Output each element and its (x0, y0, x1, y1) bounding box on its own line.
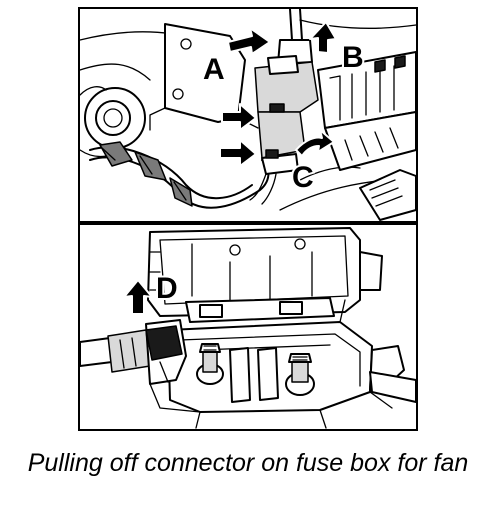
fan-cable (79, 337, 417, 403)
figure-caption: Pulling off connector on fuse box for fa… (27, 449, 469, 477)
fuse-box-top (317, 51, 417, 221)
arrow-b-icon (309, 21, 337, 54)
bottom-panel: D (78, 223, 418, 431)
connector-top (249, 8, 319, 205)
connector-bottom (107, 319, 201, 413)
callout-b: B (342, 41, 364, 74)
terminal-post-left (196, 343, 224, 385)
arrow-push-upper-icon (221, 103, 257, 131)
fuse-box-lid (147, 227, 383, 317)
arrow-d-icon (123, 279, 153, 315)
arrow-push-lower-icon (219, 139, 257, 167)
arrow-a-icon (227, 27, 271, 55)
terminal-post-right (285, 353, 315, 396)
callout-a: A (203, 53, 225, 86)
arrow-c-icon (295, 129, 335, 157)
mounting-boss (79, 86, 146, 158)
callout-d: D (156, 272, 178, 305)
top-panel: A B C (78, 7, 418, 223)
cable-loom (89, 141, 270, 209)
body-panel-contour (79, 19, 417, 211)
lid-hinge (185, 297, 335, 323)
callout-c: C (292, 161, 314, 194)
